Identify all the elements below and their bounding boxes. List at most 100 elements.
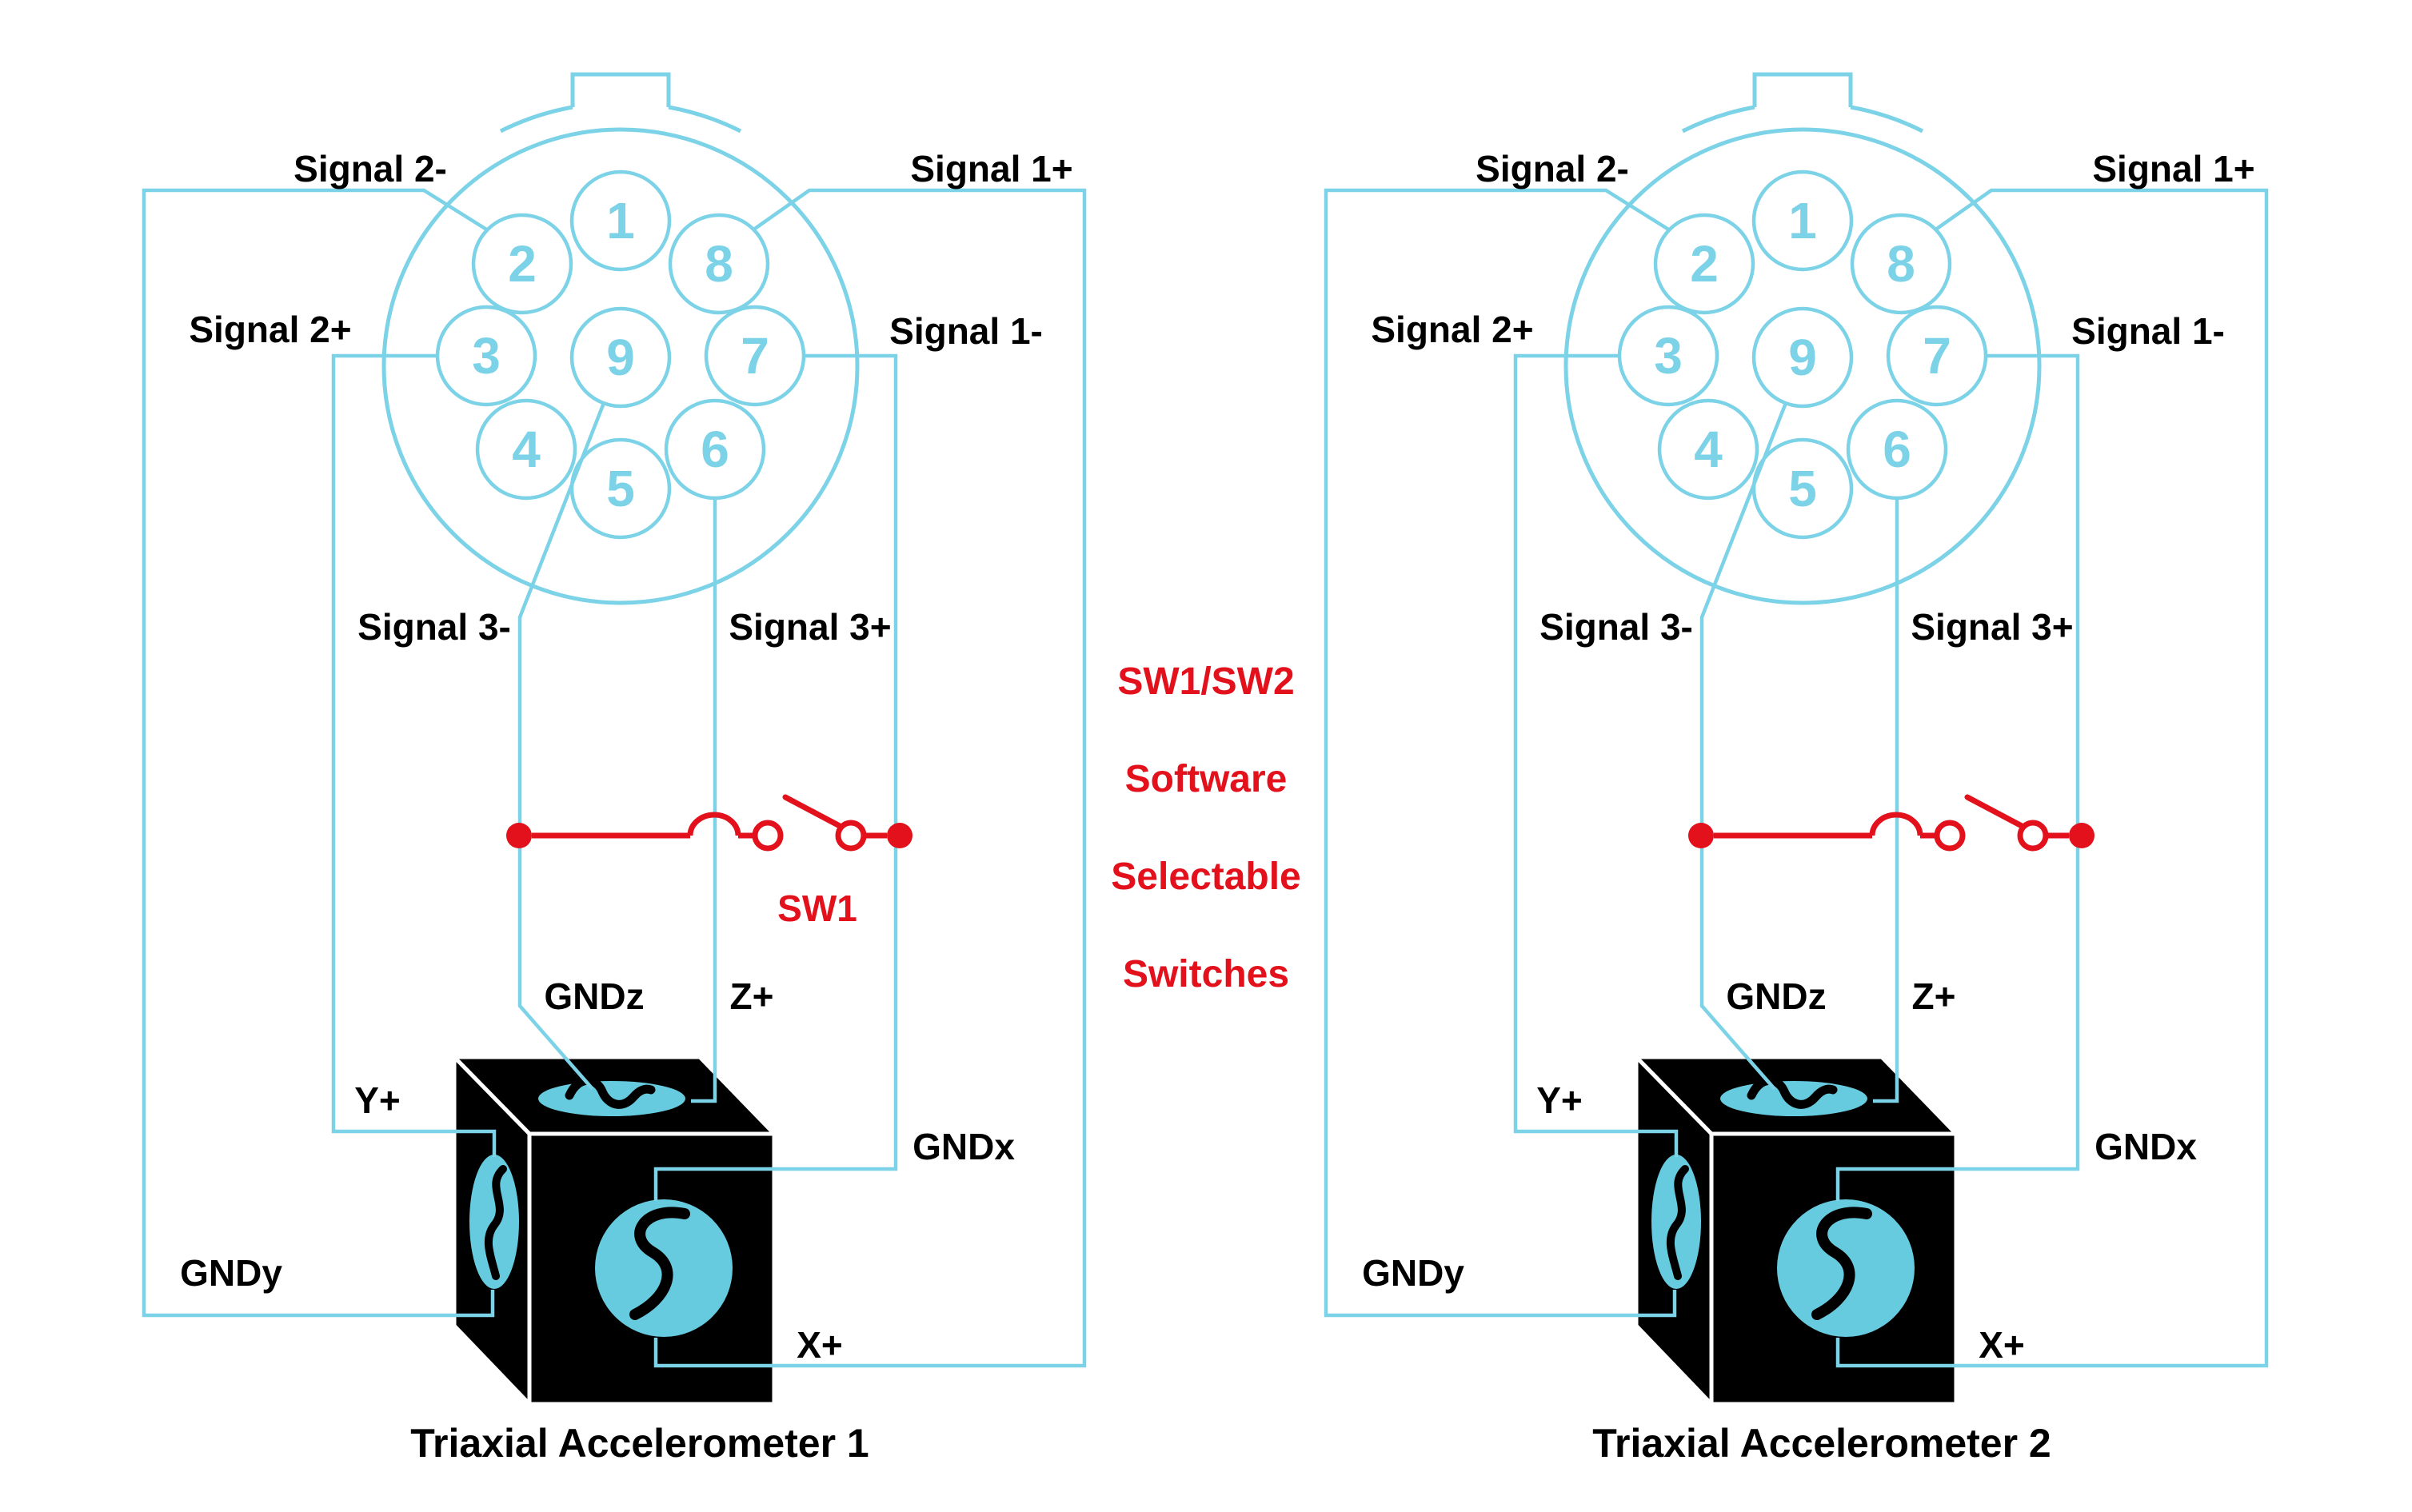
pin-number-7: 7 (741, 327, 769, 385)
pin-number-9: 9 (606, 329, 635, 386)
label-x-plus: X+ (1979, 1324, 2025, 1366)
pin-number-8: 8 (705, 235, 733, 293)
diagram-group: 1 2 8 3 9 7 4 5 6 Signal 2- Signal 1+ Signal 2+ Sign… (142, 72, 1087, 1466)
center-note-line-1: SW1/SW2 (1117, 660, 1294, 703)
pin-number-6: 6 (1883, 421, 1911, 478)
ground-switch (1688, 794, 2095, 852)
pin-number-1: 1 (606, 192, 635, 249)
wire-signal1-minus-gndx (1835, 353, 2080, 1201)
center-note-line-4: Switches (1123, 953, 1289, 995)
pin-number-5: 5 (606, 460, 635, 517)
pin-number-2: 2 (1690, 235, 1719, 293)
label-x-plus: X+ (797, 1324, 843, 1366)
wire-signal3-plus-zplus (1873, 498, 1899, 1103)
accelerometer-cube (449, 1051, 779, 1410)
wire-signal3-plus-zplus (691, 498, 717, 1103)
label-z-plus: Z+ (1912, 975, 1956, 1017)
diagram-caption: Triaxial Accelerometer 2 (1592, 1421, 2051, 1466)
connector-key-notch (1752, 72, 1853, 107)
x-axis-squiggle-icon (629, 1207, 690, 1320)
pin-number-1: 1 (1788, 192, 1817, 249)
wire-signal1-plus-xplus (653, 188, 1087, 1368)
switch-open-lever (1964, 794, 2025, 829)
signal-labels: Signal 2-Signal 1+Signal 2+Signal 1-Sign… (1362, 148, 2255, 1466)
pin-number-8: 8 (1887, 235, 1915, 293)
connector-body-circle (1563, 127, 2042, 605)
pin-circle-9 (569, 306, 672, 409)
x-axis-squiggle-icon (1811, 1207, 1872, 1320)
switch-junction-dot-left (506, 823, 532, 848)
pin-number-4: 4 (1694, 421, 1723, 478)
signal-labels: Signal 2-Signal 1+Signal 2+Signal 1-Sign… (180, 148, 1073, 1466)
pin-circle-2 (1653, 213, 1755, 315)
label-gndx: GNDx (2095, 1126, 2197, 1167)
switch-label: SW1 (777, 888, 857, 929)
pin-number-5: 5 (1788, 460, 1817, 517)
wires (142, 188, 1087, 1368)
switch-wire-hop-over (1869, 812, 1923, 836)
label-z-plus: Z+ (730, 975, 774, 1017)
label-signal2-minus: Signal 2- (294, 148, 447, 189)
pin-circle-8 (1850, 213, 1952, 315)
connector-face: 1 2 8 3 9 7 4 5 6 (381, 72, 860, 605)
label-signal1-minus: Signal 1- (2071, 310, 2225, 352)
diagram-caption: Triaxial Accelerometer 1 (410, 1421, 869, 1466)
wire-signal2-plus-yplus (331, 353, 497, 1157)
pin-number-3: 3 (472, 327, 501, 385)
wires (1324, 188, 2269, 1368)
label-gndx: GNDx (912, 1126, 1015, 1167)
pin-circle-2 (471, 213, 573, 315)
pin-number-7: 7 (1923, 327, 1951, 385)
label-signal3-minus: Signal 3- (1539, 606, 1693, 648)
ground-switch: SW1 (506, 794, 912, 929)
wire-signal3-minus-gndz (517, 402, 606, 1091)
switch-contact-right (835, 820, 867, 852)
wire-signal1-minus-gndx (653, 353, 898, 1201)
switch-contact-left (752, 820, 784, 852)
y-axis-squiggle-icon (484, 1165, 507, 1280)
y-axis-squiggle-icon (1666, 1165, 1689, 1280)
label-signal3-minus: Signal 3- (357, 606, 511, 648)
switch-open-lever (782, 794, 843, 829)
label-gndy: GNDy (180, 1252, 282, 1294)
accelerometer-diagram-1: 1 2 8 3 9 7 4 5 6 Signal 2- Signal 1+ Signal 2+ Sign… (142, 72, 1087, 1466)
wire-signal2-minus-gndy (142, 188, 495, 1318)
connector-face: 1 2 8 3 9 7 4 5 6 (1563, 72, 2042, 605)
wire-signal1-plus-xplus (1835, 188, 2269, 1368)
pin-circle-4 (475, 398, 577, 501)
connector-outer-arc-right (1850, 105, 1924, 134)
pin-circle-8 (668, 213, 770, 315)
connector-outer-arc-right (668, 105, 742, 134)
pin-number-2: 2 (508, 235, 537, 293)
label-signal3-plus: Signal 3+ (729, 606, 891, 648)
switch-junction-dot-right (887, 823, 912, 848)
label-gndz: GNDz (544, 975, 644, 1017)
label-signal2-plus: Signal 2+ (1371, 309, 1533, 350)
switch-junction-dot-left (1688, 823, 1714, 848)
label-signal2-minus: Signal 2- (1476, 148, 1629, 189)
label-gndy: GNDy (1362, 1252, 1464, 1294)
label-signal1-plus: Signal 1+ (910, 148, 1072, 189)
connector-outer-arc-left (499, 105, 573, 134)
label-signal3-plus: Signal 3+ (1911, 606, 2073, 648)
pin-circle-1 (1751, 170, 1854, 272)
pin-circle-9 (1751, 306, 1854, 409)
wire-signal2-plus-yplus (1513, 353, 1679, 1157)
center-note-line-2: Software (1125, 758, 1288, 800)
switch-contact-left (1934, 820, 1966, 852)
connector-key-notch (570, 72, 671, 107)
switch-contact-right (2017, 820, 2049, 852)
wire-signal2-minus-gndy (1324, 188, 1677, 1318)
switch-wire-hop-over (687, 812, 741, 836)
switch-junction-dot-right (2069, 823, 2095, 848)
label-signal2-plus: Signal 2+ (189, 309, 351, 350)
label-gndz: GNDz (1726, 975, 1826, 1017)
pin-number-3: 3 (1654, 327, 1683, 385)
pin-number-6: 6 (701, 421, 729, 478)
pin-number-9: 9 (1788, 329, 1817, 386)
pin-number-4: 4 (512, 421, 541, 478)
accelerometer-cube (1631, 1051, 1961, 1410)
